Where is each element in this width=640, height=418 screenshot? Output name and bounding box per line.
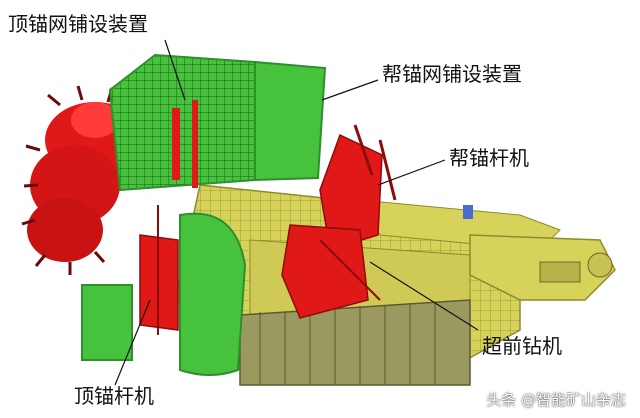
label-roof-bolter: 顶锚杆机 bbox=[74, 384, 154, 408]
side-mesh-device bbox=[81, 212, 247, 376]
roof-mesh-device bbox=[108, 53, 327, 192]
boom-arm bbox=[463, 205, 616, 301]
advance-drill bbox=[281, 224, 381, 319]
label-roof-mesh-device: 顶锚网铺设装置 bbox=[8, 12, 148, 36]
leader-side-bolter bbox=[377, 159, 446, 186]
leader-advance-drill bbox=[369, 261, 479, 331]
label-side-bolter: 帮锚杆机 bbox=[449, 146, 529, 170]
label-advance-drill: 超前钻机 bbox=[482, 334, 562, 358]
crawler-track bbox=[239, 299, 471, 386]
leader-roof-mesh bbox=[164, 39, 186, 101]
roof-bolter bbox=[139, 205, 179, 335]
watermark: 头条 @智能矿山杂志 bbox=[486, 391, 626, 409]
leader-roof-bolter bbox=[114, 299, 151, 386]
label-side-mesh-device: 帮锚网铺设装置 bbox=[382, 62, 522, 86]
leader-side-mesh bbox=[321, 79, 379, 101]
leader-lines bbox=[114, 39, 479, 386]
